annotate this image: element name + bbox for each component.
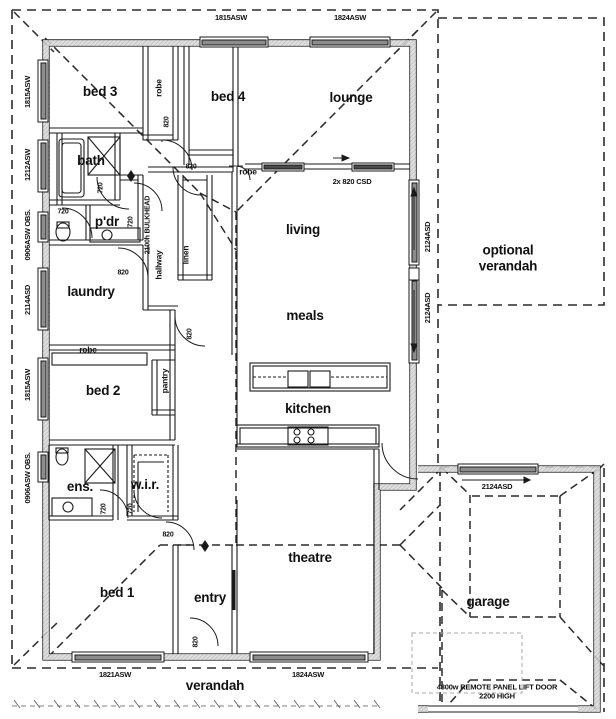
roof-hip-lines xyxy=(13,11,605,713)
room-label-bed4: bed 4 xyxy=(210,88,246,104)
door-label-door-820-bed1: 820 xyxy=(162,531,174,539)
garage-bay-dashed xyxy=(411,632,523,694)
window-label-win-2114asd-left: 2114ASD xyxy=(23,284,33,316)
label-robe-bed2: robe xyxy=(79,344,97,355)
door-label-door-720-left: 720 xyxy=(57,208,69,216)
door-label-door-720-ens: 720 xyxy=(100,503,108,515)
door-label-door-720-wir: 720 xyxy=(127,503,135,515)
window-label-win-2124asd-right-2: 2124ASD xyxy=(423,292,433,324)
room-label-garage: garage xyxy=(466,593,510,609)
room-label-pdr: p'dr xyxy=(94,213,120,229)
room-label-wir: w.i.r. xyxy=(130,476,160,492)
ground-hatch xyxy=(12,699,381,709)
door-swings xyxy=(61,139,419,647)
room-label-robe-bed4: robe xyxy=(153,79,164,97)
room-label-living: living xyxy=(285,221,321,237)
room-label-entry: entry xyxy=(193,589,227,605)
flow-arrows xyxy=(229,154,418,354)
room-label-linen: linen xyxy=(180,245,191,265)
room-label-laundry: laundry xyxy=(67,283,115,299)
door-label-door-720-pdr: 720 xyxy=(127,216,135,228)
garage-door-note-line1: 4800w REMOTE PANEL LIFT DOOR xyxy=(436,682,558,692)
window-label-win-1824asw-top: 1824ASW xyxy=(333,13,367,23)
room-label-bulkhead: 2100h BULKHEAD xyxy=(144,195,152,255)
room-label-lounge: lounge xyxy=(329,89,373,105)
garage-walls xyxy=(418,465,601,714)
windows xyxy=(37,36,539,663)
room-label-bath: bath xyxy=(77,152,105,168)
room-label-verandah: verandah xyxy=(185,677,245,693)
room-label-meals: meals xyxy=(286,307,324,323)
door-label-door-820-bed4: 820 xyxy=(163,116,171,128)
room-label-kitchen: kitchen xyxy=(285,400,331,416)
room-label-bed2: bed 2 xyxy=(85,382,121,398)
window-label-win-0906asw-obs-1: 0906ASW OBS. xyxy=(23,209,33,261)
optional-verandah-line2: verandah xyxy=(478,258,538,273)
optional-verandah-line1: optional xyxy=(482,242,534,258)
room-label-hallway: hallway xyxy=(153,250,164,280)
door-label-door-820-hall: 820 xyxy=(185,163,197,171)
window-label-win-1815asw-left: 1815ASW xyxy=(23,75,33,109)
window-label-win-2124asd-right-1: 2124ASD xyxy=(423,221,433,253)
roof-outline-dashed xyxy=(11,9,605,712)
window-label-win-1821asw-bottom: 1821ASW xyxy=(98,670,132,680)
window-label-win-1815asw-left2: 1815ASW xyxy=(23,368,33,402)
label-robe-living: robe xyxy=(239,166,257,177)
door-label-door-820-entry: 820 xyxy=(192,636,200,648)
window-label-win-1824asw-bottom: 1824ASW xyxy=(291,670,325,680)
window-label-win-1815asw-top: 1815ASW xyxy=(214,13,248,23)
door-label-door-820-pantry: 820 xyxy=(186,328,194,340)
door-label-door-720-bath: 720 xyxy=(97,182,105,194)
window-label-win-0906asw-obs-2: 0906ASW OBS. xyxy=(23,452,33,504)
interior-walls xyxy=(48,46,410,654)
room-label-bed3: bed 3 xyxy=(82,83,118,99)
window-label-win-1212asw-left: 1212ASW xyxy=(23,148,33,182)
garage-door-note-line2: 2200 HIGH xyxy=(479,691,515,700)
door-label-door-820-laundry: 820 xyxy=(117,269,129,277)
room-label-bed1: bed 1 xyxy=(99,584,135,600)
room-label-theatre: theatre xyxy=(288,549,332,565)
note-note-2x820csd: 2x 820 CSD xyxy=(332,177,372,187)
room-label-ens: ens. xyxy=(66,478,94,494)
window-label-win-2124asd-garage: 2124ASD xyxy=(481,482,513,492)
room-label-pantry: pantry xyxy=(159,368,170,394)
centre-markers xyxy=(127,170,209,552)
